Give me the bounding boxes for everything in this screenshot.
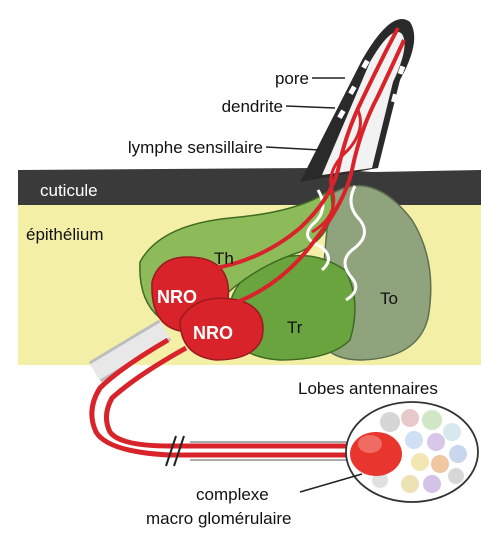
glomerulus [401, 475, 419, 493]
label-antennal-lobes: Lobes antennaires [298, 379, 438, 398]
glomerulus [423, 475, 441, 493]
glomerulus [411, 453, 429, 471]
axon-break-gap [19, 436, 35, 466]
glomerulus [427, 433, 445, 451]
glomerulus [422, 410, 442, 430]
label-complex-line2: macro glomérulaire [146, 509, 292, 528]
label-dendrite: dendrite [222, 97, 283, 116]
glomerulus [449, 445, 467, 463]
label-tr: Tr [287, 318, 303, 337]
label-to: To [380, 289, 398, 308]
label-pore: pore [275, 69, 309, 88]
leader-complex [300, 474, 362, 492]
leader-lymph [266, 147, 320, 150]
label-epithelium: épithélium [26, 225, 104, 244]
glomerulus [448, 468, 464, 484]
label-complex-line1: complexe [196, 485, 269, 504]
glomerulus [380, 412, 400, 432]
label-nro-bottom: NRO [193, 323, 233, 343]
glomerulus [443, 423, 461, 441]
label-nro-top: NRO [157, 287, 197, 307]
glomerulus [405, 431, 423, 449]
macroglomerular-complex-highlight [358, 435, 382, 453]
label-cuticle: cuticule [40, 181, 98, 200]
label-th: Th [214, 249, 234, 268]
glomerulus [401, 409, 419, 427]
glomerulus [431, 455, 449, 473]
leader-dendrite [286, 106, 335, 108]
label-lymph: lymphe sensillaire [128, 138, 263, 157]
